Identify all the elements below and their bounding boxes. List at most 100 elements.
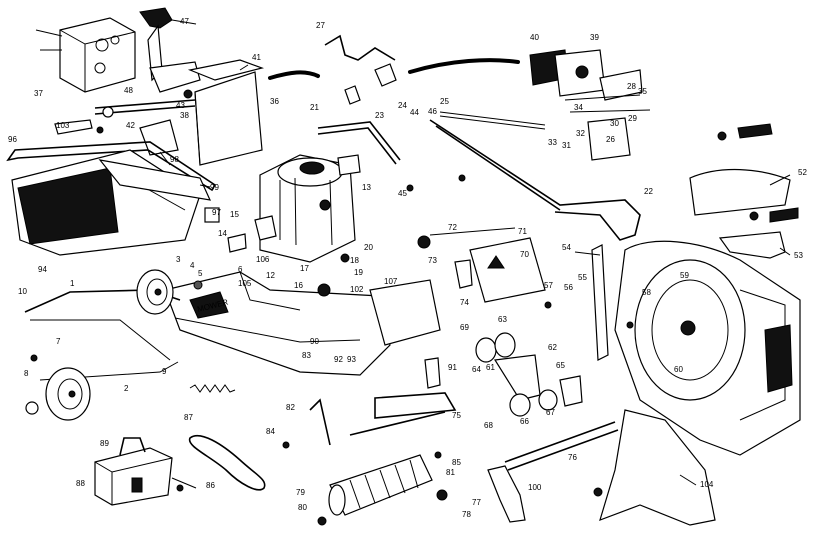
part-label: 89 [100,439,109,448]
deck-plate-92 [424,357,441,389]
part-label: 56 [564,283,573,292]
part-label: 9 [162,367,167,376]
part-label: 29 [628,114,637,123]
part-label: 74 [460,298,469,307]
part-number-labels: 1 2 3 4 5 6 7 8 9 10 12 13 14 15 16 17 1… [8,17,807,519]
battery [94,437,173,506]
part-label: 45 [398,189,407,198]
part-label: 10 [18,287,27,296]
warning-triangle [487,255,505,269]
part-label: 58 [642,288,651,297]
part-label: 26 [606,135,615,144]
mower-deck: MOWER [164,271,391,376]
part-label: 20 [364,243,373,252]
bracket-102 [487,465,526,523]
part-label: 17 [300,264,309,273]
part-label: 85 [452,458,461,467]
part-label: 16 [294,281,303,290]
part-label: 35 [638,87,647,96]
bolts [30,131,759,526]
roller-shaft-76 [504,421,619,471]
wheel-front [136,269,174,315]
handle-bar-22-inner [435,125,561,211]
spring-87 [189,384,236,393]
part-label: 71 [518,227,527,236]
part-label: 52 [798,168,807,177]
part-label: 83 [302,351,311,360]
cable-35 [564,94,651,113]
part-label: 65 [556,361,565,370]
part-label: 23 [375,111,384,120]
part-label: 60 [674,365,683,374]
leader-lines [159,19,791,489]
part-label: 6 [238,265,243,274]
part-label: 44 [410,108,419,117]
part-label: 70 [520,250,529,259]
part-label: 69 [460,323,469,332]
blade-housing [614,240,801,456]
part-label: 80 [298,503,307,512]
part-label: 105 [238,279,252,288]
part-label: 18 [350,256,359,265]
part-label: 93 [347,355,356,364]
part-label: 82 [286,403,295,412]
part-label: 3 [176,255,181,264]
part-label: 57 [544,281,553,290]
part-label: 31 [562,141,571,150]
part-label: 7 [56,337,61,346]
part-label: 98 [170,155,179,164]
part-label: 91 [448,363,457,372]
drive-shaft [54,99,196,135]
part-label: 34 [574,103,583,112]
part-label: 107 [384,277,398,286]
part-label: 48 [124,86,133,95]
grass-box [6,141,220,256]
part-label: 97 [212,208,221,217]
part-label: 22 [644,187,653,196]
part-label: 12 [266,271,275,280]
part-label: 24 [398,101,407,110]
clip-7-top [737,123,773,139]
part-label: 21 [310,103,319,112]
part-label: 4 [190,261,195,270]
arrow-curve-right [408,58,520,74]
discharge-chute-105 [599,409,716,526]
upper-handle [324,34,397,105]
arm-75 [374,392,457,419]
part-label: 88 [76,479,85,488]
part-label: 76 [568,453,577,462]
handle-bar-21-inner [317,127,397,165]
part-label: 99 [210,183,219,192]
part-label: 103 [56,121,70,130]
part-label: 43 [176,101,185,110]
rear-roller [328,454,433,516]
part-label: 106 [256,255,270,264]
part-label: 61 [486,363,495,372]
part-label: 15 [230,210,239,219]
hub-cap-5 [25,401,39,415]
bracket-74 [454,259,473,289]
bracket-99 [139,119,179,156]
part-label: 87 [184,413,193,422]
cable-72 [429,227,516,236]
part-label: 25 [440,97,449,106]
part-label: 55 [578,273,587,282]
part-label: 59 [680,271,689,280]
part-label: 42 [126,121,135,130]
bracket-53 [718,231,786,259]
blade-54 [591,244,609,361]
handle-bar-25 [439,111,546,130]
bracket-26 [587,117,631,161]
part-label: 81 [446,468,455,477]
handle-bar-21 [317,121,401,161]
part-label: 90 [310,337,319,346]
drive-belt [188,435,266,491]
part-label: 36 [270,97,279,106]
part-label: 102 [350,285,364,294]
part-label: 100 [528,483,542,492]
part-label: 84 [266,427,275,436]
warning-decal [469,237,546,303]
part-label: 54 [562,243,571,252]
part-label: 47 [180,17,189,26]
